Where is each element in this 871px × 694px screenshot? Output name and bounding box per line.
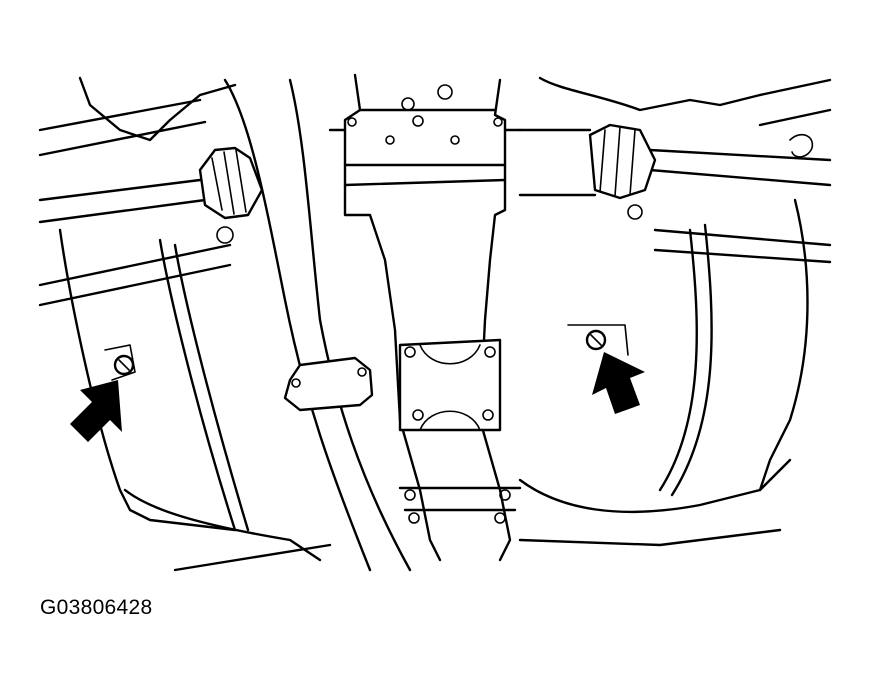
left-plug (104, 344, 136, 381)
exhaust-pipe (223, 78, 412, 572)
left-body-panel (58, 76, 332, 572)
right-drive-shaft (588, 78, 832, 264)
figure-code: G03806428 (40, 596, 153, 619)
left-drive-shaft (38, 98, 264, 307)
differential-housing (216, 73, 643, 562)
right-plug (567, 324, 629, 356)
left-indicator-arrow (70, 380, 122, 442)
right-body-panel (518, 76, 809, 547)
right-indicator-arrow (592, 352, 645, 414)
